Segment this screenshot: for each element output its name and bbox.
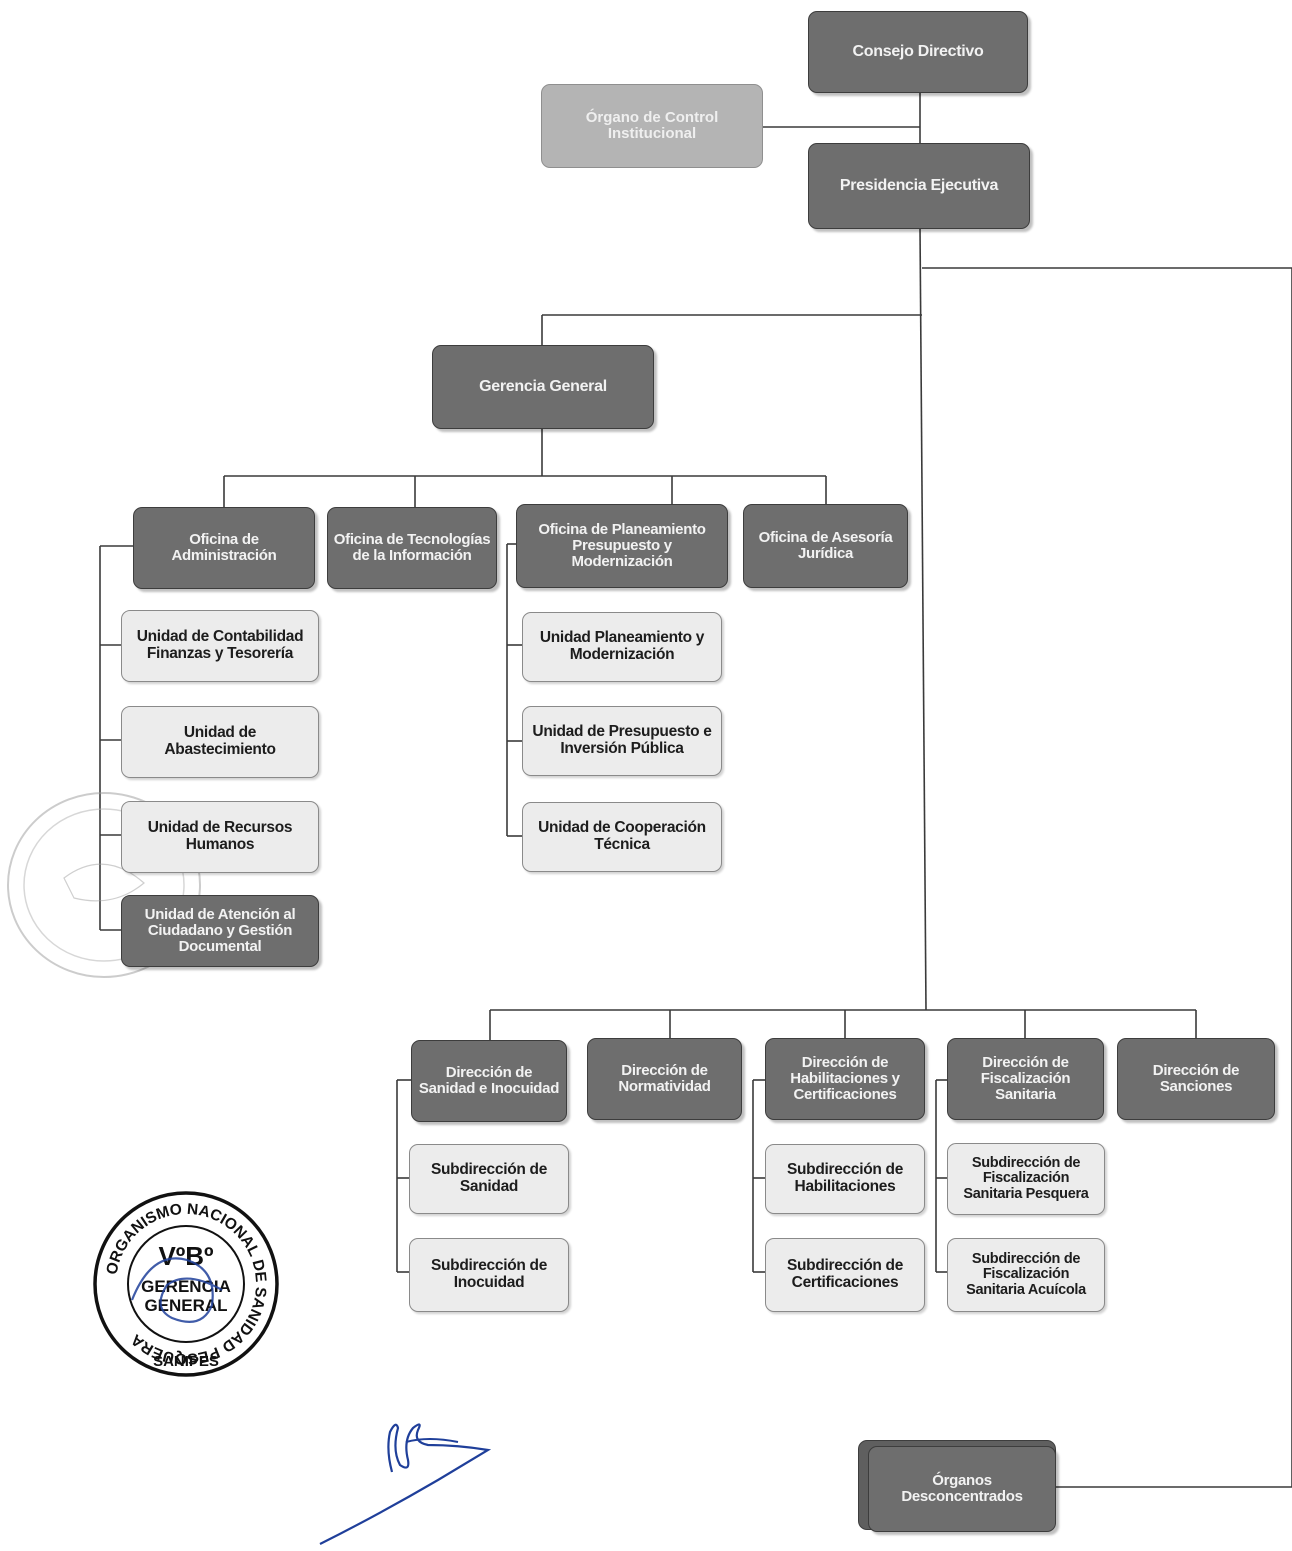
subdireccion-inocuidad-label: Subdirección de Inocuidad <box>430 1257 548 1291</box>
unidad-cooperacion-label: Unidad de Cooperación Técnica <box>538 819 706 853</box>
oficina-administracion-box: Oficina de Administración <box>133 507 315 589</box>
direccion-fiscalizacion-box: Dirección de Fiscalización Sanitaria <box>947 1038 1104 1120</box>
direccion-habilitaciones-label: Dirección de Habilitaciones y Certificac… <box>790 1053 900 1104</box>
organos-desconcentrados-label: Órganos Desconcentrados <box>901 1471 1023 1505</box>
gerencia-general-label: Gerencia General <box>479 378 607 396</box>
unidad-presupuesto-label: Unidad de Presupuesto e Inversión Públic… <box>532 723 712 757</box>
unidad-cooperacion-box: Unidad de Cooperación Técnica <box>522 802 722 872</box>
faded-seal-image <box>7 792 201 978</box>
subdireccion-fiscalizacion-acuicola-box: Subdirección de Fiscalización Sanitaria … <box>947 1238 1105 1312</box>
unidad-abastecimiento-box: Unidad de Abastecimiento <box>121 706 319 778</box>
oficina-asesoria-box: Oficina de Asesoría Jurídica <box>743 504 908 588</box>
seal-vb-text: VºBº <box>158 1241 214 1271</box>
direccion-sanidad-label: Dirección de Sanidad e Inocuidad <box>418 1063 560 1097</box>
unidad-planeamiento-label: Unidad Planeamiento y Modernización <box>539 629 705 663</box>
oficina-tecnologias-box: Oficina de Tecnologías de la Información <box>327 507 497 589</box>
direccion-normatividad-label: Dirección de Normatividad <box>618 1061 711 1095</box>
oficina-asesoria-label: Oficina de Asesoría Jurídica <box>758 528 893 562</box>
gerencia-general-box: Gerencia General <box>432 345 654 429</box>
unidad-presupuesto-box: Unidad de Presupuesto e Inversión Públic… <box>522 706 722 776</box>
direccion-fiscalizacion-label: Dirección de Fiscalización Sanitaria <box>980 1053 1071 1104</box>
oficina-tecnologias-label: Oficina de Tecnologías de la Información <box>333 530 491 564</box>
presidencia-ejecutiva-label: Presidencia Ejecutiva <box>839 177 999 195</box>
handwritten-signature <box>319 1423 492 1545</box>
seal-signature-scribble <box>130 1257 223 1323</box>
official-seal-stamp: ORGANISMO NACIONAL DE SANIDAD PESQUERA V… <box>93 1191 279 1377</box>
seal-bottom-text: SANIPES <box>153 1353 219 1370</box>
subdireccion-sanidad-box: Subdirección de Sanidad <box>409 1144 569 1214</box>
unidad-abastecimiento-label: Unidad de Abastecimiento <box>164 724 276 758</box>
unidad-rrhh-label: Unidad de Recursos Humanos <box>147 819 293 853</box>
subdireccion-inocuidad-box: Subdirección de Inocuidad <box>409 1238 569 1312</box>
unidad-rrhh-box: Unidad de Recursos Humanos <box>121 801 319 873</box>
oficina-administracion-label: Oficina de Administración <box>171 530 277 564</box>
subdireccion-habilitaciones-box: Subdirección de Habilitaciones <box>765 1144 925 1214</box>
direccion-sanciones-box: Dirección de Sanciones <box>1117 1038 1275 1120</box>
consejo-directivo-box: Consejo Directivo <box>808 11 1028 93</box>
unidad-planeamiento-box: Unidad Planeamiento y Modernización <box>522 612 722 682</box>
unidad-contabilidad-label: Unidad de Contabilidad Finanzas y Tesore… <box>136 628 304 662</box>
organo-control-box: Órgano de Control Institucional <box>541 84 763 168</box>
subdireccion-fiscalizacion-pesquera-box: Subdirección de Fiscalización Sanitaria … <box>947 1143 1105 1215</box>
subdireccion-sanidad-label: Subdirección de Sanidad <box>430 1161 548 1195</box>
organo-control-label: Órgano de Control Institucional <box>585 108 719 142</box>
unidad-atencion-label: Unidad de Atención al Ciudadano y Gestió… <box>144 905 296 956</box>
presidencia-ejecutiva-box: Presidencia Ejecutiva <box>808 143 1030 229</box>
seal-line2-text: GENERAL <box>144 1296 227 1315</box>
direccion-sanidad-box: Dirección de Sanidad e Inocuidad <box>411 1040 567 1122</box>
organos-desconcentrados-box: Órganos Desconcentrados <box>868 1446 1056 1532</box>
direccion-normatividad-box: Dirección de Normatividad <box>587 1038 742 1120</box>
unidad-contabilidad-box: Unidad de Contabilidad Finanzas y Tesore… <box>121 610 319 682</box>
subdireccion-certificaciones-label: Subdirección de Certificaciones <box>786 1257 904 1291</box>
subdireccion-habilitaciones-label: Subdirección de Habilitaciones <box>786 1161 904 1195</box>
direccion-sanciones-label: Dirección de Sanciones <box>1152 1061 1240 1095</box>
subdireccion-fiscalizacion-pesquera-label: Subdirección de Fiscalización Sanitaria … <box>963 1154 1089 1202</box>
direccion-habilitaciones-box: Dirección de Habilitaciones y Certificac… <box>765 1038 925 1120</box>
oficina-planeamiento-box: Oficina de Planeamiento Presupuesto y Mo… <box>516 504 728 588</box>
unidad-atencion-box: Unidad de Atención al Ciudadano y Gestió… <box>121 895 319 967</box>
subdireccion-fiscalizacion-acuicola-label: Subdirección de Fiscalización Sanitaria … <box>966 1250 1086 1298</box>
consejo-directivo-label: Consejo Directivo <box>852 43 984 61</box>
subdireccion-certificaciones-box: Subdirección de Certificaciones <box>765 1238 925 1312</box>
oficina-planeamiento-label: Oficina de Planeamiento Presupuesto y Mo… <box>538 520 706 571</box>
